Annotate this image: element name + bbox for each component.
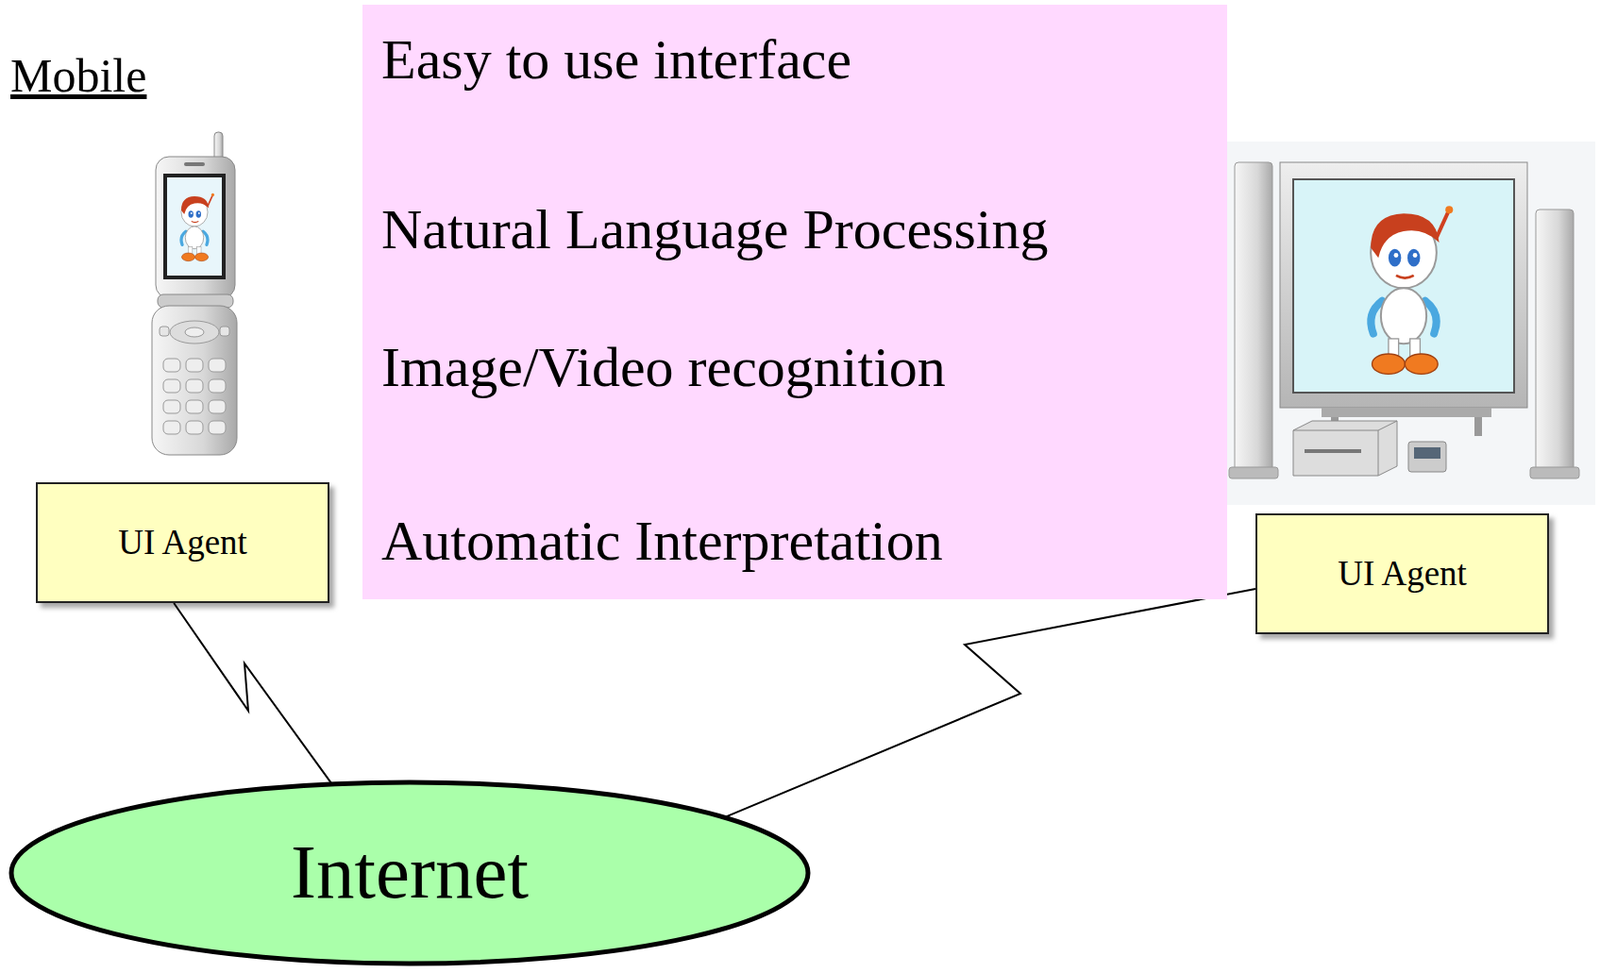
agent-box: UI Agent [1255,513,1550,635]
network-link [173,603,333,785]
device-label: Mobile [10,47,147,104]
network-ellipse: Internet [8,779,811,967]
agent-label: UI Agent [117,522,248,564]
feature-text: Automatic Interpretation [381,506,944,575]
network-label: Internet [290,826,529,919]
agent-box: UI Agent [35,482,330,604]
feature-panel: Easy to use interfaceNatural Language Pr… [362,4,1228,600]
agent-label: UI Agent [1337,553,1467,595]
mobile-phone [151,132,237,455]
network-link [724,589,1256,818]
feature-text: Natural Language Processing [381,195,1048,264]
television-set [1227,141,1596,506]
feature-text: Image/Video recognition [381,333,946,402]
feature-text: Easy to use interface [381,25,852,94]
